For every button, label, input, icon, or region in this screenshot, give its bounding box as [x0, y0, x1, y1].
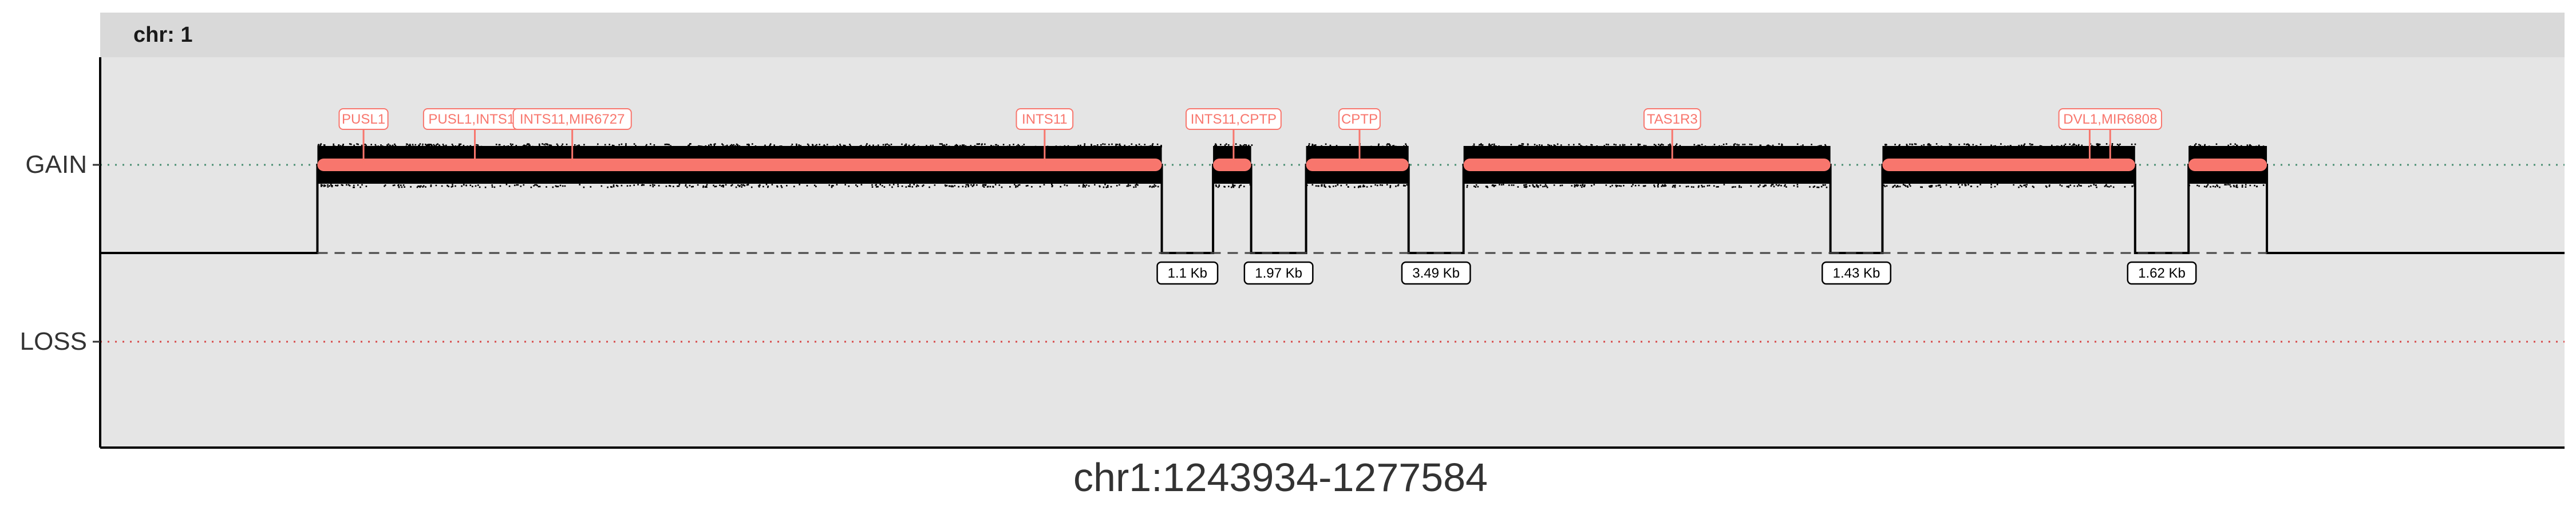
x-axis-title: chr1:1243934-1277584: [1073, 455, 1488, 500]
segment-bars-layer: [317, 159, 2267, 171]
gene-label: CPTP: [1341, 112, 1378, 127]
gene-label-box: [338, 108, 389, 130]
gene-label-box: [1338, 108, 1381, 130]
gap-label: 1.97 Kb: [1255, 266, 1302, 281]
gap-label-box: [1401, 261, 1471, 285]
gap-label-box: [1243, 261, 1314, 285]
gene-label: PUSL1,INTS11: [428, 112, 521, 127]
gap-label: 1.62 Kb: [2138, 266, 2186, 281]
gene-label-box: [1016, 108, 1074, 130]
segment-bar: [1463, 159, 1831, 171]
gap-labels-layer: 1.1 Kb 1.97 Kb 3.49 Kb 1.43 Kb 1.62 Kb: [1156, 261, 2197, 285]
segment-bar: [1882, 159, 2135, 171]
y-tick-label-loss: LOSS: [20, 327, 87, 355]
segment-bar: [1213, 159, 1251, 171]
gap-label: 3.49 Kb: [1412, 266, 1460, 281]
gene-label-box: [512, 108, 632, 130]
gap-label-box: [1822, 261, 1891, 285]
gap-label: 1.1 Kb: [1168, 266, 1207, 281]
gene-label: TAS1R3: [1647, 112, 1698, 127]
gene-label: PUSL1: [342, 112, 385, 127]
gap-label-box: [1156, 261, 1219, 285]
step-line-layer: [100, 164, 2565, 254]
segment-bar: [317, 159, 1162, 171]
gene-label: INTS11,MIR6727: [520, 112, 625, 127]
facet-label: chr: 1: [133, 23, 192, 47]
gene-label-box: [2058, 108, 2162, 130]
segment-bar: [2188, 159, 2267, 171]
gene-label-box: [1185, 108, 1282, 130]
gene-label: DVL1,MIR6808: [2063, 112, 2157, 127]
facet-strip: [100, 13, 2565, 57]
gene-label: INTS11,CPTP: [1191, 112, 1277, 127]
gap-label: 1.43 Kb: [1833, 266, 1880, 281]
gap-label-box: [2127, 261, 2197, 285]
gene-label-box: [1643, 108, 1701, 130]
y-tick-label-gain: GAIN: [25, 151, 87, 179]
segment-bar: [1306, 159, 1409, 171]
gene-label: INTS11: [1022, 112, 1068, 127]
